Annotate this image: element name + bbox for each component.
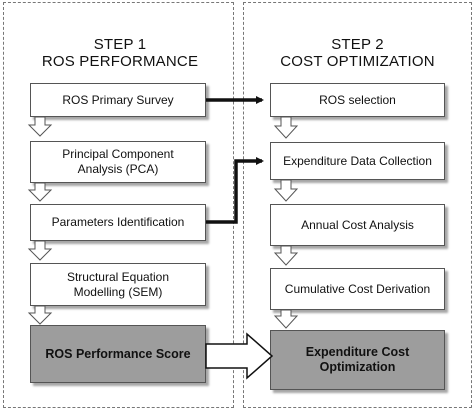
- box-sem: Structural Equation Modelling (SEM): [30, 263, 206, 306]
- box-annual-cost-analysis: Annual Cost Analysis: [270, 204, 445, 246]
- box-ros-primary-survey: ROS Primary Survey: [30, 83, 206, 117]
- box-cumulative-cost-derivation: Cumulative Cost Derivation: [270, 268, 445, 310]
- box-ros-performance-score: ROS Performance Score: [30, 325, 206, 383]
- box-pca: Principal Component Analysis (PCA): [30, 141, 206, 183]
- step2-title-line1: STEP 2: [331, 36, 384, 53]
- step2-title-line2: COST OPTIMIZATION: [280, 53, 435, 70]
- box-ros-selection: ROS selection: [270, 83, 445, 117]
- step1-title: STEP 1 ROS PERFORMANCE: [20, 36, 220, 70]
- step1-title-line1: STEP 1: [93, 36, 147, 53]
- box-expenditure-data-collection: Expenditure Data Collection: [270, 142, 445, 180]
- box-parameters-identification: Parameters Identification: [30, 204, 206, 241]
- step2-title: STEP 2 COST OPTIMIZATION: [255, 36, 460, 70]
- box-expenditure-cost-optimization: Expenditure Cost Optimization: [270, 330, 445, 390]
- step1-title-line2: ROS PERFORMANCE: [41, 53, 199, 70]
